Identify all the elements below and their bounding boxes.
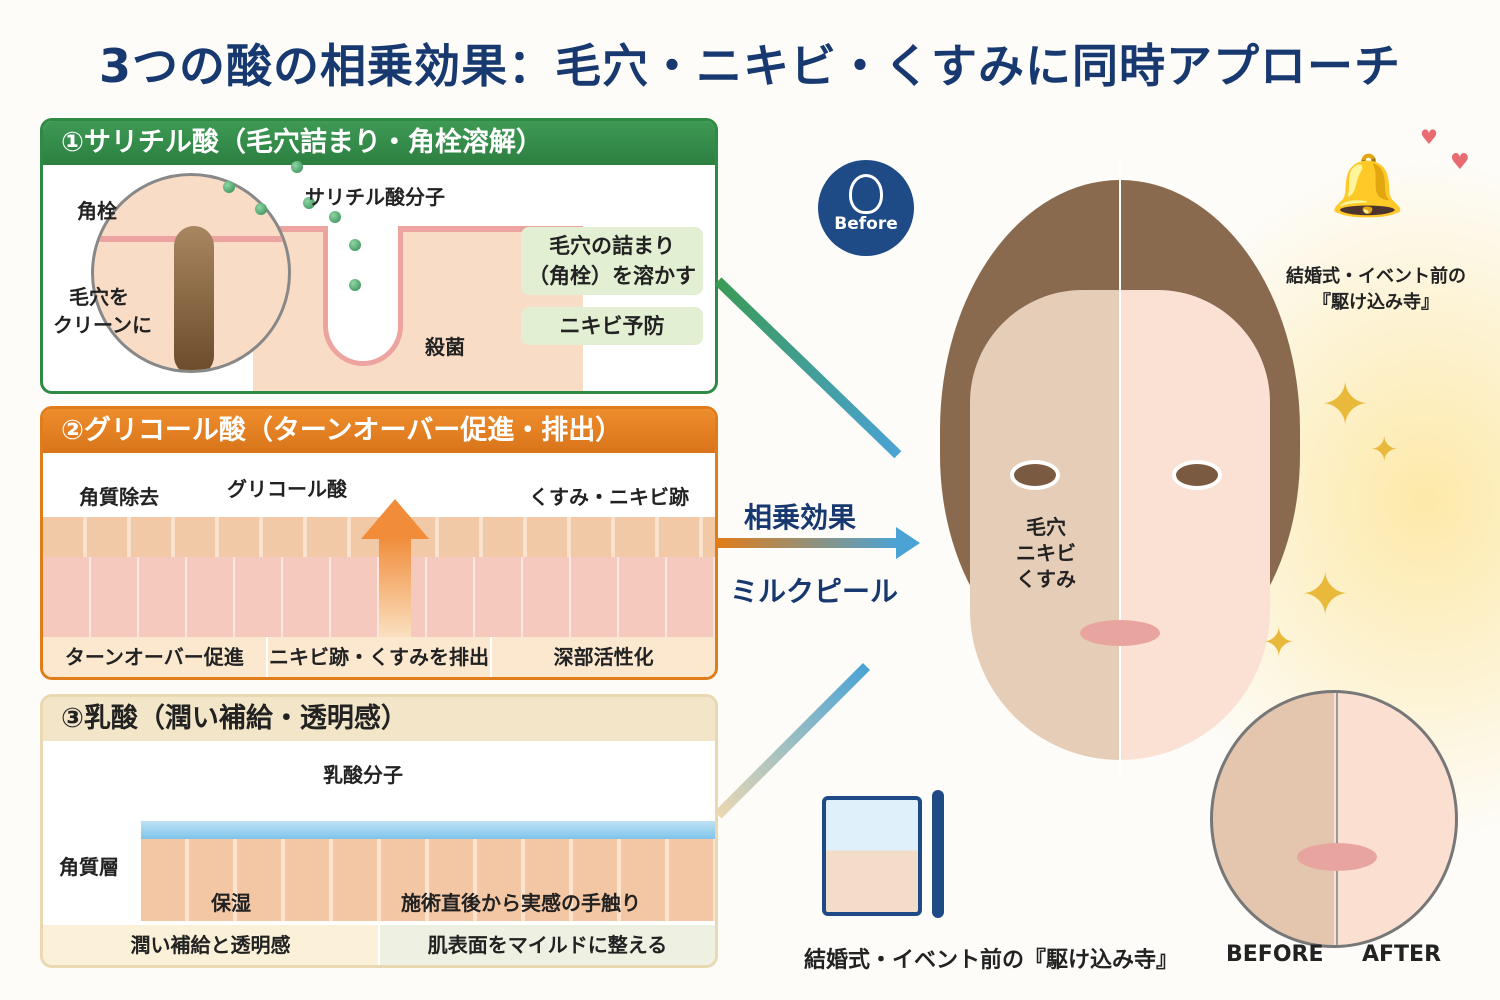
- face-after-half: [1120, 290, 1270, 760]
- panel-salicylic-acid: ①サリチル酸（毛穴詰まり・角栓溶解） 角栓 サリチル酸分子 毛穴を クリーンに …: [40, 118, 718, 394]
- face-illustration: 毛穴 ニキビ くすみ: [920, 160, 1320, 780]
- before-badge: Before: [818, 160, 914, 256]
- footer-item: 潤い補給と透明感: [43, 925, 380, 965]
- label-lactic-molecule: 乳酸分子: [323, 763, 403, 787]
- head-icon: [849, 174, 883, 214]
- panel-glycolic-acid: ②グリコール酸（ターンオーバー促進・排出） 角質除去 グリコール酸 くすみ・ニキ…: [40, 406, 718, 680]
- tag-dissolve-plugs: 毛穴の詰まり （角栓）を溶かす: [521, 227, 703, 295]
- tag-line: 毛穴の詰まり: [549, 234, 675, 258]
- panel-footer: ターンオーバー促進 ニキビ跡・くすみを排出 深部活性化: [43, 637, 715, 677]
- after-label: AFTER: [1362, 942, 1442, 967]
- lips: [1080, 620, 1160, 646]
- panel-lactic-acid: ③乳酸（潤い補給・透明感） 乳酸分子 角質層 保湿 施術直後から実感の手触り 潤…: [40, 694, 718, 968]
- before-badge-label: Before: [834, 214, 898, 234]
- label-stratum: 角質層: [59, 855, 119, 879]
- footer-item: ターンオーバー促進: [43, 637, 268, 677]
- arrow-head-icon: [896, 527, 920, 559]
- molecule-icon: [303, 197, 315, 209]
- tag-acne-prevention: ニキビ予防: [521, 307, 703, 345]
- makeup-palette-icon: [822, 796, 922, 916]
- moisture-layer: [141, 821, 715, 839]
- event-caption-line: 結婚式・イベント前の: [1286, 266, 1466, 287]
- up-arrow-icon: [361, 499, 429, 539]
- label-exfoliate: 角質除去: [79, 485, 159, 509]
- event-caption: 結婚式・イベント前の 『駆け込み寺』: [1286, 262, 1466, 314]
- molecule-icon: [291, 161, 303, 173]
- molecule-icon: [255, 203, 267, 215]
- panel-footer: 潤い補給と透明感 肌表面をマイルドに整える: [43, 925, 715, 965]
- label-molecule: サリチル酸分子: [305, 185, 445, 209]
- tag-line: （角栓）を溶かす: [528, 264, 696, 288]
- pore-illustration: [323, 226, 403, 366]
- closeup-lips: [1297, 843, 1377, 871]
- sparkle-icon: ✦: [1370, 430, 1399, 470]
- label-feel: 施術直後から実感の手触り: [401, 891, 641, 915]
- page-title: 3つの酸の相乗効果：毛穴・ニキビ・くすみに同時アプローチ: [98, 39, 1401, 93]
- molecule-icon: [329, 211, 341, 223]
- closeup-divider: [1336, 693, 1338, 945]
- concerns-label: 毛穴 ニキビ くすみ: [1016, 514, 1076, 592]
- eye-left: [1010, 460, 1060, 490]
- up-arrow-shaft: [379, 537, 411, 637]
- footer-item: ニキビ跡・くすみを排出: [268, 637, 493, 677]
- footer-item: 肌表面をマイルドに整える: [380, 925, 715, 965]
- panel-header: ③乳酸（潤い補給・透明感）: [43, 697, 715, 741]
- bottom-caption: 結婚式・イベント前の『駆け込み寺』: [804, 948, 1179, 973]
- sparkle-icon: ✦: [1300, 560, 1351, 630]
- concern-item: ニキビ: [1016, 541, 1076, 565]
- before-label: BEFORE: [1226, 942, 1324, 967]
- concern-item: 毛穴: [1026, 515, 1066, 539]
- heart-icon: ♥: [1420, 125, 1438, 149]
- label-plug: 角栓: [77, 199, 117, 223]
- sparkle-icon: ✦: [1262, 620, 1296, 666]
- heart-icon: ♥: [1450, 150, 1470, 175]
- event-caption-line: 『駆け込み寺』: [1313, 292, 1439, 313]
- molecule-icon: [349, 279, 361, 291]
- label-clean-1: 毛穴を: [69, 285, 129, 309]
- arrow-from-glycolic: [718, 538, 898, 548]
- divider-line: [1119, 160, 1121, 780]
- wedding-bells-icon: 🔔: [1330, 151, 1405, 221]
- label-moisture: 保湿: [211, 891, 251, 915]
- face-before-half: [970, 290, 1120, 760]
- synergy-label: 相乗効果: [744, 501, 857, 534]
- label-glycolic: グリコール酸: [227, 477, 347, 501]
- label-sterilize: 殺菌: [425, 335, 465, 359]
- makeup-brush-icon: [932, 790, 944, 918]
- label-dullness: くすみ・ニキビ跡: [529, 485, 689, 509]
- keratin-plug: [174, 226, 214, 370]
- molecule-icon: [349, 239, 361, 251]
- sparkle-icon: ✦: [1320, 370, 1371, 440]
- eye-right: [1172, 460, 1222, 490]
- footer-item: 深部活性化: [553, 645, 654, 669]
- panel-header: ①サリチル酸（毛穴詰まり・角栓溶解）: [43, 121, 715, 165]
- product-label: ミルクピール: [730, 575, 899, 608]
- stratum-layer: [141, 839, 715, 921]
- concern-item: くすみ: [1016, 567, 1076, 591]
- magnified-pore-circle: [91, 173, 291, 373]
- molecule-icon: [223, 181, 235, 193]
- panel-header: ②グリコール酸（ターンオーバー促進・排出）: [43, 409, 715, 453]
- before-after-closeup: [1210, 690, 1458, 948]
- label-clean-2: クリーンに: [53, 313, 152, 337]
- arrow-from-salicylic: [714, 277, 902, 459]
